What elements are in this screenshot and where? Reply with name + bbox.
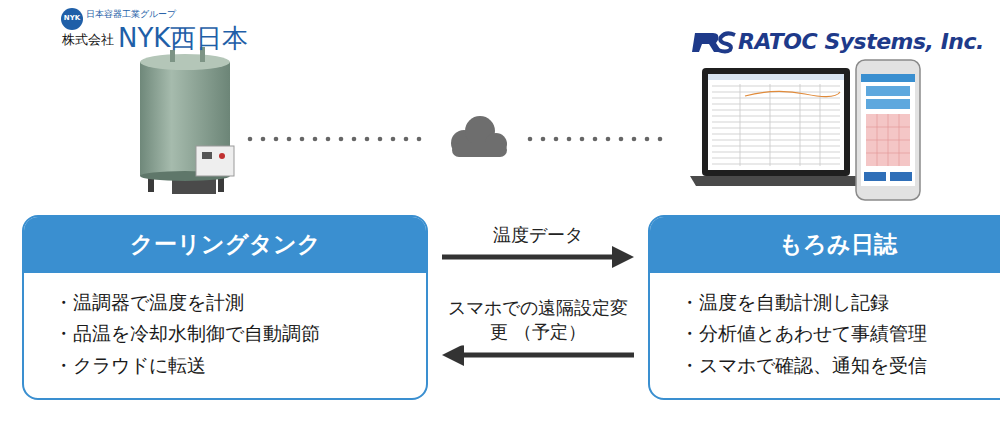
- group-name: 日本容器工業グループ: [86, 9, 176, 19]
- control-display: [202, 152, 212, 159]
- box-heading: クーリングタンク: [24, 217, 426, 273]
- arrow-head: [612, 246, 634, 268]
- laptop-screen: [708, 74, 844, 170]
- logo-mark-text: NYK: [61, 14, 83, 22]
- control-box: [196, 146, 234, 176]
- company-prefix: 株式会社: [62, 33, 114, 48]
- phone-header: [861, 74, 915, 82]
- phone-button: [890, 172, 912, 181]
- smartphone: [856, 60, 920, 200]
- data-arrow: [442, 344, 634, 366]
- logo-circle: [61, 8, 83, 30]
- screen-graph: [745, 91, 840, 96]
- company-logo: RATOC Systems, Inc.: [738, 29, 984, 54]
- phone-screen: [861, 74, 915, 186]
- edge-label: スマホでの遠隔設定変更 （予定）: [438, 296, 638, 345]
- control-lamp: [219, 153, 225, 159]
- arrow-shaft: [442, 255, 612, 260]
- phone-reading: [866, 99, 910, 109]
- phone-body: [856, 60, 920, 200]
- system-box: もろみ日誌・温度を自動計測し記録・分析値とあわせて事績管理・スマホで確認、通知を…: [648, 215, 1000, 400]
- arrow-shaft: [464, 353, 634, 358]
- box-heading: もろみ日誌: [650, 217, 1000, 273]
- system-box: クーリングタンク・温調器で温度を計測・品温を冷却水制御で自動調節・クラウドに転送: [22, 215, 428, 400]
- arrow-head: [442, 344, 464, 366]
- tank-top: [140, 54, 230, 70]
- ratoc-mark-r: [692, 33, 722, 52]
- company-name: NYK西日本: [118, 24, 248, 54]
- phone-chart-grid: [866, 114, 910, 166]
- phone-chart: [866, 114, 910, 166]
- bullet-item: ・品温を冷却水制御で自動調節: [54, 318, 406, 349]
- laptop-frame: [702, 68, 850, 176]
- bullet-item: ・温度を自動計測し記録: [680, 287, 1000, 318]
- bullet-item: ・クラウドに転送: [54, 350, 406, 381]
- ratoc-mark: [692, 33, 735, 52]
- screen-table: [712, 84, 840, 166]
- box-body: ・温調器で温度を計測・品温を冷却水制御で自動調節・クラウドに転送: [24, 273, 426, 395]
- bullet-item: ・スマホで確認、通知を受信: [680, 350, 1000, 381]
- data-arrow: [442, 246, 634, 268]
- edge-label: 温度データ: [489, 223, 587, 247]
- phone-button: [864, 172, 886, 181]
- laptop-base: [690, 176, 862, 186]
- ratoc-mark-s: [718, 33, 735, 51]
- laptop: [690, 68, 862, 186]
- cooling-tank: [140, 47, 234, 194]
- box-body: ・温度を自動計測し記録・分析値とあわせて事績管理・スマホで確認、通知を受信: [650, 273, 1000, 395]
- bullet-item: ・温調器で温度を計測: [54, 287, 406, 318]
- bullet-item: ・分析値とあわせて事績管理: [680, 318, 1000, 349]
- screen-bar: [708, 74, 844, 80]
- cloud-icon: [451, 116, 507, 157]
- phone-reading: [866, 86, 910, 96]
